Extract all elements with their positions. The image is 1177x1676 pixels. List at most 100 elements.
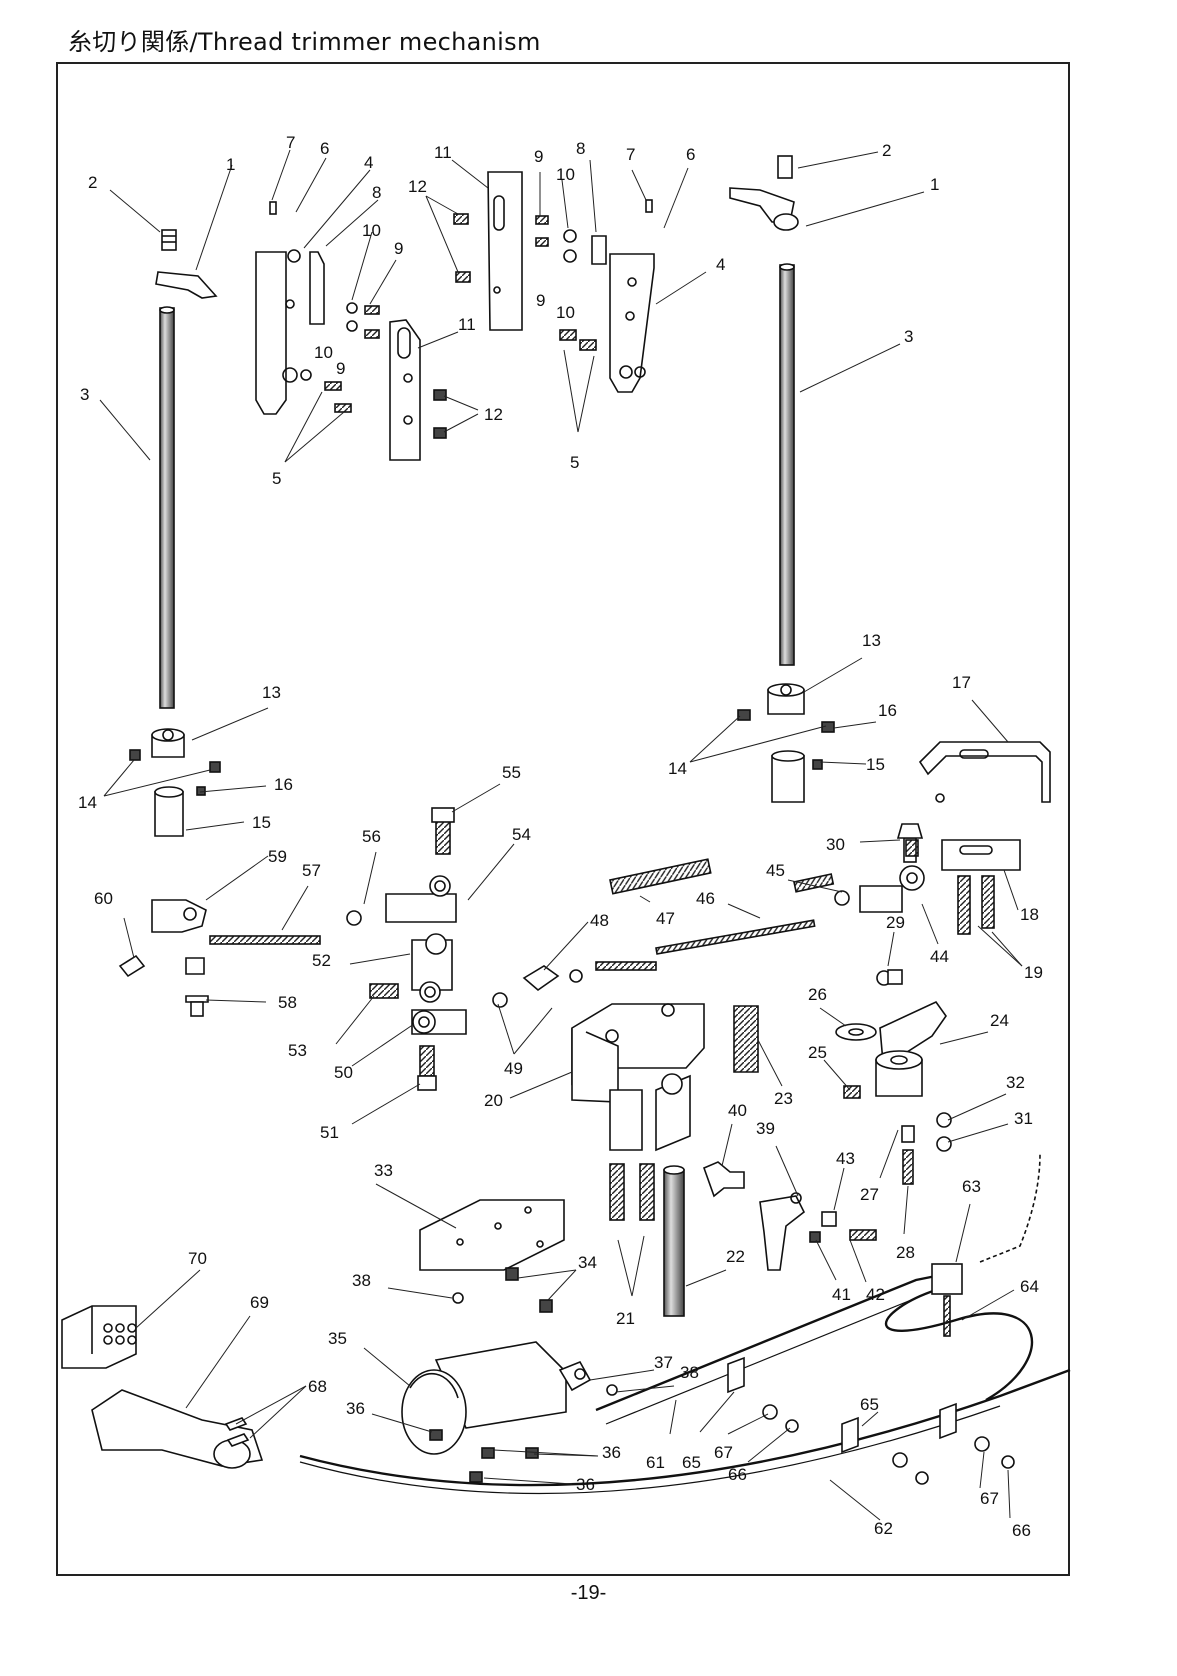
callout-label: 45	[766, 861, 785, 880]
callout-label: 27	[860, 1185, 879, 1204]
lever-group	[702, 1161, 877, 1271]
callout-label: 61	[646, 1453, 665, 1472]
callout-label: 1	[226, 155, 235, 174]
callout-label: 6	[686, 145, 695, 164]
callout-labels: 2 1 3 7 6 4 8 10 9 10 9 11 12 5 11 12 9 …	[78, 133, 1043, 1540]
callout-label: 36	[346, 1399, 365, 1418]
callout-label: 40	[728, 1101, 747, 1120]
callout-label: 54	[512, 825, 531, 844]
callout-label: 26	[808, 985, 827, 1004]
linkage-assembly	[346, 807, 925, 1091]
callout-label: 37	[654, 1353, 673, 1372]
callout-label: 9	[534, 147, 543, 166]
callout-label: 66	[1012, 1521, 1031, 1540]
callout-label: 25	[808, 1043, 827, 1062]
callout-label: 15	[866, 755, 885, 774]
callout-label: 15	[252, 813, 271, 832]
callout-label: 38	[352, 1271, 371, 1290]
callout-label: 23	[774, 1089, 793, 1108]
callout-label: 36	[576, 1475, 595, 1494]
callout-label: 18	[1020, 905, 1039, 924]
callout-label: 60	[94, 889, 113, 908]
callout-label: 48	[590, 911, 609, 930]
right-trimmer-shaft	[729, 155, 835, 803]
left-knife-bracket	[255, 201, 447, 461]
callout-label: 69	[250, 1293, 269, 1312]
connector-group	[61, 1305, 264, 1469]
callout-label: 49	[504, 1059, 523, 1078]
callout-label: 22	[726, 1247, 745, 1266]
callout-label: 10	[314, 343, 333, 362]
callout-label: 46	[696, 889, 715, 908]
callout-label: 12	[484, 405, 503, 424]
callout-label: 29	[886, 913, 905, 932]
callout-label: 10	[362, 221, 381, 240]
callout-label: 30	[826, 835, 845, 854]
callout-label: 17	[952, 673, 971, 692]
callout-label: 58	[278, 993, 297, 1012]
callout-label: 10	[556, 165, 575, 184]
callout-label: 2	[88, 173, 97, 192]
callout-label: 11	[458, 315, 476, 334]
center-knife-group	[453, 171, 655, 393]
callout-label: 59	[268, 847, 287, 866]
callout-label: 7	[286, 133, 295, 152]
callout-label: 5	[272, 469, 281, 488]
diagram-frame	[56, 62, 1070, 1576]
callout-label: 20	[484, 1091, 503, 1110]
callout-label: 3	[904, 327, 913, 346]
callout-label: 3	[80, 385, 89, 404]
callout-label: 8	[576, 139, 585, 158]
solenoid-assembly	[401, 1199, 618, 1483]
callout-label: 19	[1024, 963, 1043, 982]
callout-label: 33	[374, 1161, 393, 1180]
callout-label: 7	[626, 145, 635, 164]
callout-label: 65	[860, 1395, 879, 1414]
callout-label: 13	[862, 631, 881, 650]
right-crank-group	[835, 969, 952, 1185]
callout-label: 24	[990, 1011, 1009, 1030]
callout-label: 57	[302, 861, 321, 880]
callout-label: 31	[1014, 1109, 1033, 1128]
callout-label: 50	[334, 1063, 353, 1082]
callout-label: 4	[716, 255, 725, 274]
left-trimmer-shaft	[118, 229, 321, 1017]
callout-label: 39	[756, 1119, 775, 1138]
callout-label: 6	[320, 139, 329, 158]
callout-label: 64	[1020, 1277, 1039, 1296]
callout-label: 62	[874, 1519, 893, 1538]
callout-label: 28	[896, 1243, 915, 1262]
page-number: -19-	[570, 1582, 607, 1604]
callout-label: 68	[308, 1377, 327, 1396]
callout-label: 4	[364, 153, 373, 172]
callout-label: 16	[274, 775, 293, 794]
callout-label: 70	[188, 1249, 207, 1268]
callout-label: 63	[962, 1177, 981, 1196]
callout-label: 42	[866, 1285, 885, 1304]
callout-label: 11	[434, 143, 452, 162]
callout-label: 2	[882, 141, 891, 160]
callout-label: 12	[408, 177, 427, 196]
callout-label: 55	[502, 763, 521, 782]
callout-label: 67	[980, 1489, 999, 1508]
callout-label: 16	[878, 701, 897, 720]
callout-label: 41	[832, 1285, 851, 1304]
callout-label: 13	[262, 683, 281, 702]
base-block-20	[571, 1003, 759, 1317]
callout-label: 66	[728, 1465, 747, 1484]
callout-label: 35	[328, 1329, 347, 1348]
callout-label: 65	[682, 1453, 701, 1472]
callout-label: 53	[288, 1041, 307, 1060]
callout-label: 14	[668, 759, 687, 778]
callout-label: 9	[394, 239, 403, 258]
callout-label: 51	[320, 1123, 339, 1142]
callout-label: 52	[312, 951, 331, 970]
callout-label: 32	[1006, 1073, 1025, 1092]
leader-lines	[99, 149, 1023, 1521]
callout-label: 9	[536, 291, 545, 310]
callout-label: 1	[930, 175, 939, 194]
callout-label: 38	[680, 1363, 699, 1382]
callout-label: 47	[656, 909, 675, 928]
callout-label: 14	[78, 793, 97, 812]
